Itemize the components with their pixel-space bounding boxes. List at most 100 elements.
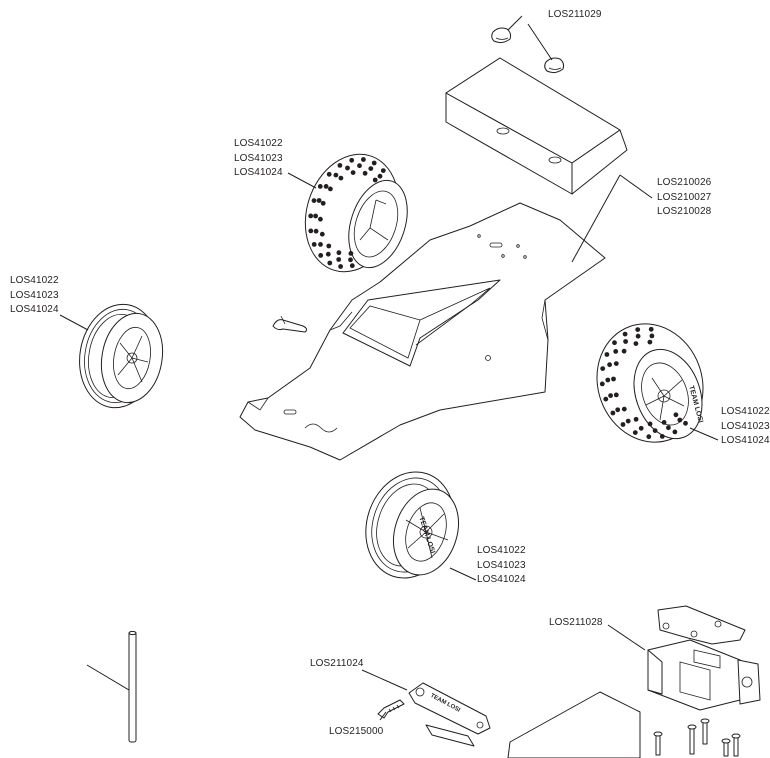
tread-spike — [372, 177, 378, 183]
tread-spike — [635, 327, 641, 332]
tread-spike — [338, 175, 344, 181]
tread-spike — [338, 264, 343, 269]
tread-spike — [608, 393, 613, 398]
part-number: LOS41022 — [10, 275, 59, 286]
wheel-front-right-part — [365, 471, 459, 579]
bottom-plate-part — [507, 691, 641, 758]
tread-spike — [333, 172, 339, 178]
tread-spike — [605, 377, 611, 383]
servo-mount-part — [647, 605, 761, 711]
tread-spike — [649, 333, 655, 339]
rear-wing-part — [445, 57, 628, 195]
tread-spike — [652, 428, 658, 433]
callout-rear-wing: LOS210026 LOS210027 LOS210028 — [657, 176, 711, 220]
part-number: LOS41022 — [234, 138, 283, 149]
servo-saver-part — [408, 682, 491, 747]
callout-rear-bumper-screws: LOS211029 — [548, 8, 602, 23]
tread-spike — [622, 331, 628, 337]
callout-servo-screw: LOS215000 — [329, 725, 383, 740]
tread-spike — [632, 430, 638, 435]
tread-spike — [613, 349, 619, 354]
tread-spike — [672, 429, 678, 435]
part-number: LOS211024 — [310, 658, 364, 669]
wheel-rear-left-part — [304, 153, 408, 273]
tread-spike — [317, 184, 323, 189]
tread-spike — [625, 418, 631, 424]
tread-spike — [371, 160, 377, 166]
tread-spike — [336, 250, 342, 256]
callout-servo-saver: LOS211024 — [310, 657, 364, 672]
tread-spike — [610, 410, 616, 416]
tread-spike — [683, 420, 688, 426]
tread-spike — [677, 417, 683, 423]
tread-spike — [647, 421, 653, 427]
tread-spike — [313, 213, 318, 219]
tread-spike — [323, 184, 329, 189]
tread-spike — [611, 376, 616, 382]
tread-spike — [633, 416, 639, 422]
body-shell-part — [239, 202, 606, 461]
part-number: LOS211028 — [549, 617, 603, 628]
part-number: LOS41023 — [477, 559, 526, 571]
tread-spike — [604, 352, 610, 357]
antenna-tube-part — [86, 630, 137, 743]
tread-spike — [318, 253, 324, 258]
part-number: LOS41024 — [234, 167, 283, 178]
part-number: LOS210027 — [657, 191, 712, 203]
tread-spike — [621, 348, 627, 354]
tread-spike — [661, 420, 667, 425]
tread-spike — [368, 166, 374, 172]
tread-spike — [599, 381, 605, 387]
tread-spike — [326, 243, 332, 249]
tread-spike — [316, 198, 322, 203]
tread-spike — [635, 333, 641, 339]
tread-spike — [336, 257, 342, 262]
tread-spike — [328, 186, 333, 192]
part-number: LOS41024 — [721, 435, 770, 446]
tread-spike — [623, 339, 628, 344]
tread-spike — [349, 157, 355, 163]
tread-spike — [326, 171, 332, 177]
tread-spike — [308, 213, 314, 219]
part-number: LOS211029 — [548, 9, 602, 20]
tread-spike — [318, 242, 323, 247]
wheel-front-left-part — [79, 303, 164, 409]
tread-spike — [311, 242, 317, 247]
tread-spike — [613, 392, 619, 398]
part-number: LOS215000 — [329, 726, 384, 737]
tread-spike — [362, 170, 368, 176]
callout-wheel-rear-left: LOS41022 LOS41023 LOS41024 — [234, 137, 283, 181]
wheel-rear-right-part — [596, 323, 704, 443]
tread-spike — [320, 200, 326, 206]
tread-spike — [673, 412, 679, 418]
servo-screw-part — [377, 699, 405, 719]
tread-spike — [648, 326, 654, 332]
part-number: LOS210028 — [657, 206, 712, 217]
tread-spike — [319, 231, 325, 237]
part-number: LOS210026 — [657, 177, 712, 188]
part-number: LOS41023 — [234, 152, 283, 164]
part-number: LOS41024 — [10, 304, 59, 315]
callout-servo-mount: LOS211028 — [549, 616, 603, 631]
part-number: LOS41024 — [477, 574, 526, 585]
tread-spike — [337, 163, 343, 168]
tread-spike — [615, 407, 621, 413]
tread-spike — [659, 434, 665, 439]
part-number: LOS41022 — [477, 545, 526, 556]
tread-spike — [345, 165, 350, 171]
tread-spike — [620, 422, 626, 427]
tread-spike — [308, 228, 314, 234]
tread-spike — [357, 163, 362, 169]
tread-spike — [348, 257, 353, 263]
leader-lines — [59, 15, 719, 721]
part-number: LOS41022 — [721, 406, 770, 417]
callout-wheel-front-right: LOS41022 LOS41023 LOS41024 — [477, 544, 526, 588]
tread-spike — [647, 339, 653, 345]
tread-spike — [600, 366, 606, 371]
body-clip-part — [272, 315, 308, 333]
tread-spike — [318, 216, 323, 222]
tread-spike — [325, 251, 331, 257]
part-number: LOS41023 — [721, 420, 770, 432]
wing-mount-buttons — [491, 27, 565, 74]
tread-spike — [607, 362, 612, 368]
